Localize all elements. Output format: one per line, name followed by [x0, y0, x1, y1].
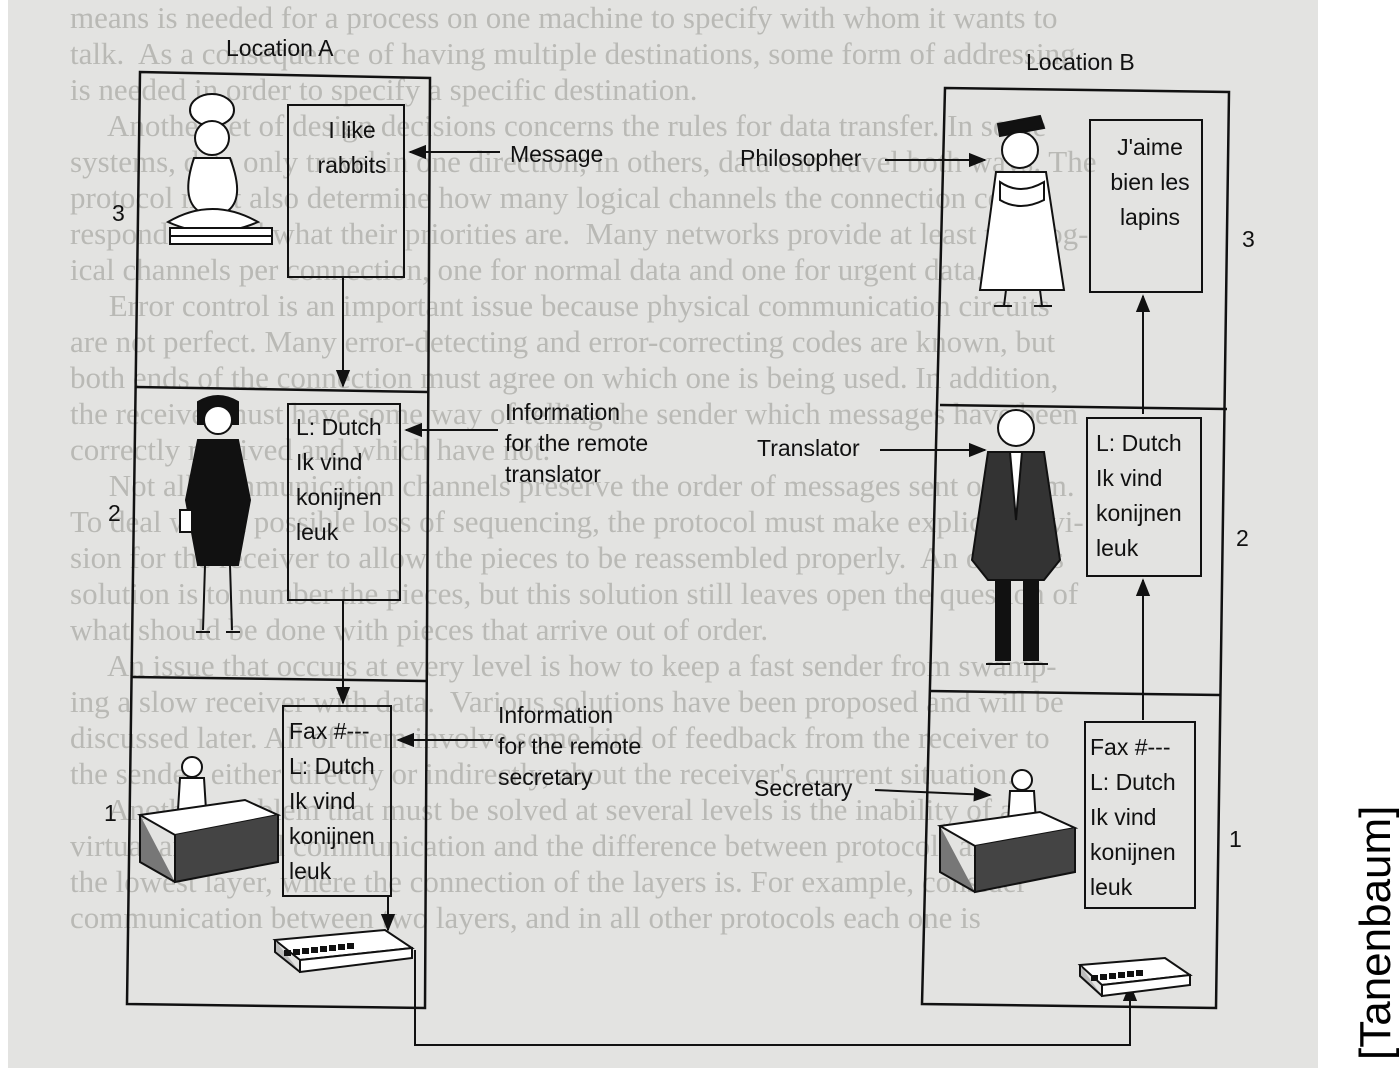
translator-label: Translator: [757, 435, 860, 461]
fax-line: Ik vind: [289, 788, 356, 814]
info-secretary-line: Information: [498, 702, 614, 728]
secretary-label: Secretary: [754, 775, 853, 801]
translator-text-b: L: Dutch Ik vind konijnen leuk: [1096, 426, 1182, 566]
location-b-boxes: [1084, 119, 1203, 909]
translator-line: Ik vind: [296, 449, 363, 475]
fax-line: Fax #---: [289, 718, 370, 744]
translator-line: leuk: [1096, 535, 1139, 561]
translator-line: Ik vind: [1096, 465, 1163, 491]
meditating-person-a-icon: [165, 93, 273, 245]
message-line: rabbits: [317, 152, 387, 178]
fax-line: Ik vind: [1090, 804, 1157, 830]
secretary-b-icon: [936, 769, 1079, 894]
secretary-arrow: [874, 787, 992, 802]
fax-line: leuk: [1090, 874, 1133, 900]
info-secretary-label: Information for the remote secretary: [498, 700, 641, 793]
message-line: J'aime: [1117, 134, 1183, 160]
translator-line: konijnen: [1096, 500, 1182, 526]
info-translator-line: translator: [505, 461, 601, 487]
layer-number-b-2: 2: [1236, 525, 1249, 551]
layer-number-a-2: 2: [108, 500, 121, 526]
message-label: Message: [510, 141, 604, 167]
fax-text-b: Fax #--- L: Dutch Ik vind konijnen leuk: [1090, 730, 1176, 905]
philosopher-b-icon: [978, 114, 1066, 307]
location-a-frame: [125, 70, 432, 1010]
fax-box-b: [1084, 721, 1196, 909]
fax-line: konijnen: [1090, 839, 1176, 865]
translator-box-b: [1086, 417, 1202, 577]
info-translator-line: Information: [505, 399, 621, 425]
credit-label: [Tanenbaum]: [1351, 805, 1400, 1060]
woman-translator-a-icon: [179, 395, 252, 633]
translator-line: leuk: [296, 519, 339, 545]
info-translator-label: Information for the remote translator: [505, 397, 648, 490]
layer-number-a-3: 3: [112, 200, 125, 226]
fax-line: L: Dutch: [1090, 769, 1176, 795]
info-secretary-line: secretary: [498, 764, 593, 790]
info-translator-line: for the remote: [505, 430, 649, 456]
location-b-title: Location B: [1026, 49, 1135, 75]
translator-line: konijnen: [296, 484, 382, 510]
man-translator-b-icon: [970, 409, 1062, 665]
message-line: I like: [328, 117, 376, 143]
message-text-a: I like rabbits: [312, 113, 392, 183]
translator-line: L: Dutch: [296, 414, 382, 440]
translator-text-a: L: Dutch Ik vind konijnen leuk: [296, 410, 382, 550]
transmission-line: [414, 950, 1138, 1046]
fax-text-a: Fax #--- L: Dutch Ik vind konijnen leuk: [289, 714, 375, 889]
location-a-title: Location A: [226, 35, 334, 61]
fax-line: konijnen: [289, 823, 375, 849]
message-line: lapins: [1119, 204, 1181, 230]
philosopher-label: Philosopher: [740, 145, 862, 171]
fax-machine-b-icon: [1077, 956, 1193, 998]
message-line: bien les: [1110, 169, 1190, 195]
message-box-a: [287, 104, 405, 278]
secretary-a-icon: [136, 756, 282, 884]
info-secretary-line: for the remote: [498, 733, 642, 759]
message-text-b: J'aime bien les lapins: [1102, 130, 1198, 235]
translator-line: L: Dutch: [1096, 430, 1182, 456]
message-box-b: [1089, 119, 1203, 293]
location-b-frame: [920, 86, 1231, 1010]
fax-line: Fax #---: [1090, 734, 1171, 760]
fax-line: L: Dutch: [289, 753, 375, 779]
fax-line: leuk: [289, 858, 332, 884]
layer-number-b-3: 3: [1242, 226, 1255, 252]
fax-box-a: [282, 705, 392, 897]
layer-number-a-1: 1: [104, 800, 117, 826]
layer-number-b-1: 1: [1229, 826, 1242, 852]
fax-machine-a-icon: [272, 928, 415, 974]
